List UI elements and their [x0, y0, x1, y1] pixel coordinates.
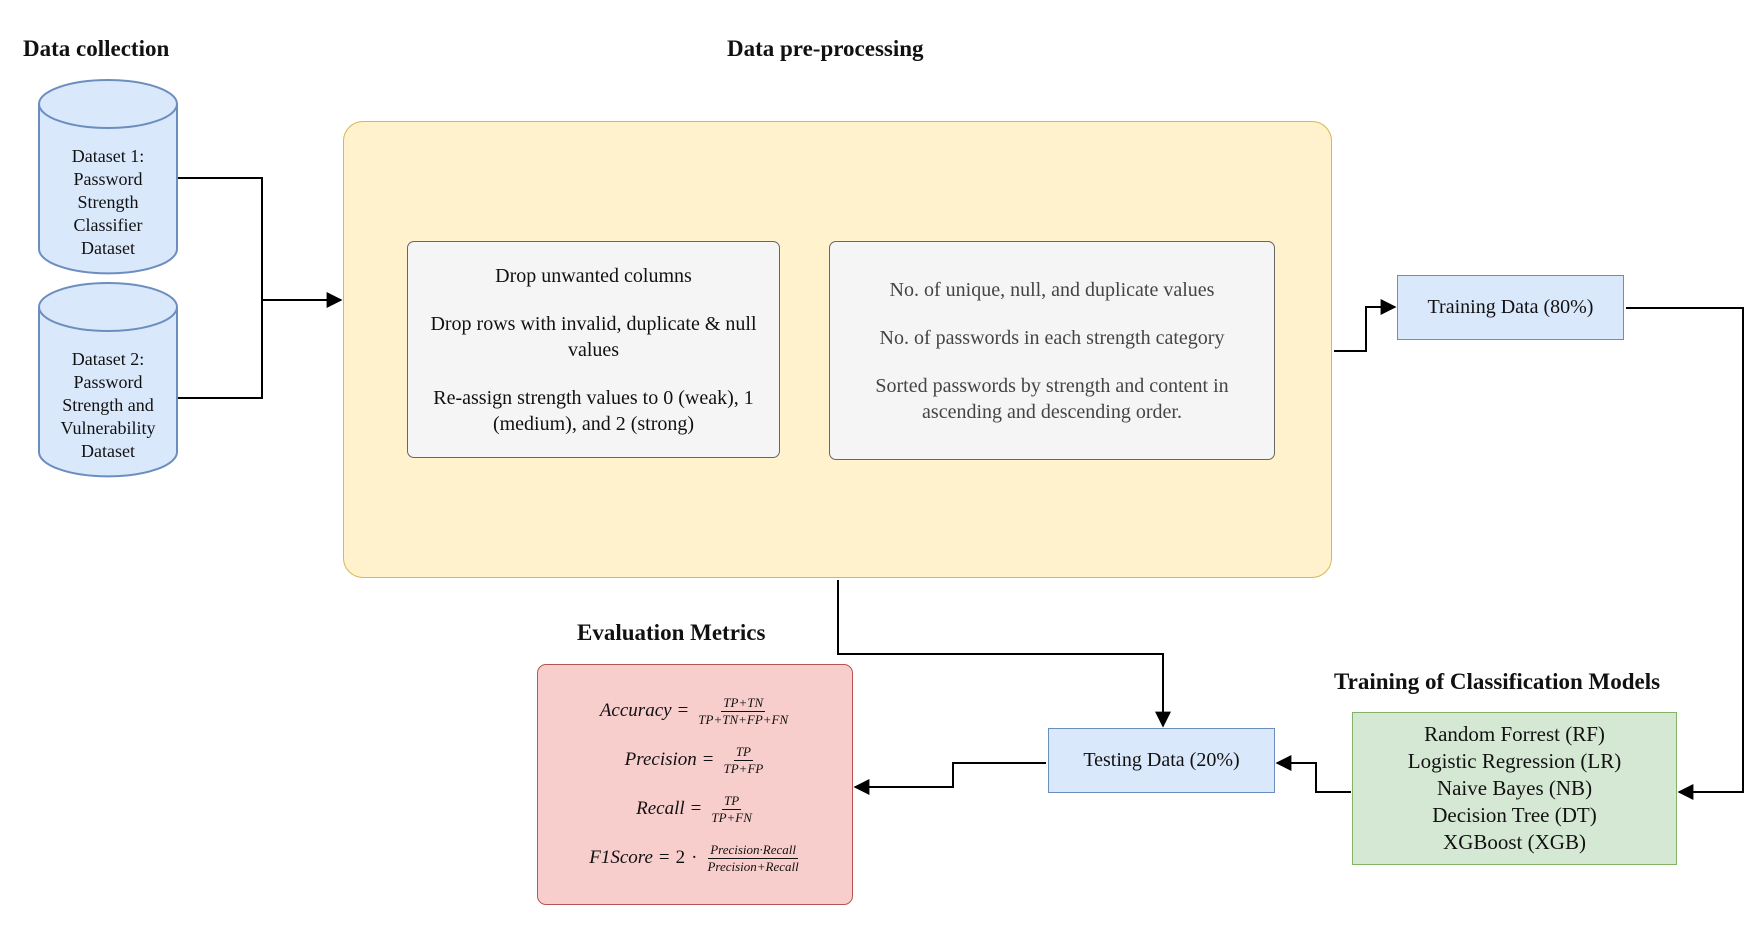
f1-fraction: Precision·Recall Precision+Recall	[705, 841, 800, 874]
dataset-2-line: Dataset	[81, 441, 135, 461]
recall-formula: Recall= TP TP+FN	[636, 792, 754, 825]
data-preprocessing-heading: Data pre-processing	[727, 36, 924, 61]
recall-numerator: TP	[722, 792, 742, 810]
evaluation-metrics-box: Accuracy= TP+TN TP+TN+FP+FN Precision= T…	[537, 664, 853, 905]
dataset-1-line: Dataset	[81, 238, 135, 258]
dataset-2-cylinder	[38, 282, 178, 478]
recall-fraction: TP TP+FN	[709, 792, 754, 825]
dataset-2-line: Password	[73, 372, 143, 392]
model-item: Random Forrest (RF)	[1424, 722, 1605, 746]
model-item: Logistic Regression (LR)	[1407, 749, 1622, 773]
testing-data-box: Testing Data (20%)	[1048, 728, 1275, 793]
model-item: Decision Tree (DT)	[1432, 803, 1597, 827]
data-collection-heading: Data collection	[23, 36, 170, 61]
testing-to-metrics-arrow	[853, 762, 1046, 795]
accuracy-denominator: TP+TN+FP+FN	[698, 711, 789, 727]
f1-numerator: Precision·Recall	[708, 841, 798, 859]
training-data-label: Training Data (80%)	[1427, 296, 1594, 318]
analysis-step: Sorted passwords by strength and content…	[875, 374, 1229, 423]
f1-name: F1Score	[589, 847, 653, 868]
preprocessing-to-testing-arrow	[837, 580, 1171, 728]
cleaning-step: Drop unwanted columns	[495, 264, 692, 287]
cleaning-step: Drop rows with invalid, duplicate & null…	[430, 312, 757, 361]
analysis-step: No. of unique, null, and duplicate value…	[889, 278, 1215, 301]
dataset-1-line: Strength	[77, 192, 139, 212]
f1-denominator: Precision+Recall	[707, 858, 799, 874]
training-data-box: Training Data (80%)	[1397, 275, 1624, 340]
evaluation-metrics-heading: Evaluation Metrics	[577, 620, 766, 645]
model-item: XGBoost (XGB)	[1443, 830, 1586, 854]
dataset-1-label: Dataset 1: Password Strength Classifier …	[40, 145, 176, 260]
f1-factor: 2	[675, 847, 686, 868]
cleaning-step: Re-assign strength values to 0 (weak), 1…	[433, 386, 754, 435]
accuracy-formula: Accuracy= TP+TN TP+TN+FP+FN	[599, 694, 790, 727]
dataset-2-label: Dataset 2: Password Strength and Vulnera…	[40, 348, 176, 463]
dataset-1-cylinder	[38, 79, 178, 275]
dataset-2-line: Vulnerability	[60, 418, 156, 438]
model-item: Naive Bayes (NB)	[1436, 776, 1593, 800]
cleaning-steps-box: Drop unwanted columns Drop rows with inv…	[407, 241, 780, 458]
training-to-models-arrow	[1626, 307, 1744, 800]
models-to-testing-arrow	[1275, 755, 1351, 793]
analysis-steps-box: No. of unique, null, and duplicate value…	[829, 241, 1275, 460]
precision-numerator: TP	[733, 743, 753, 761]
f1-formula: F1Score= 2· Precision·Recall Precision+R…	[589, 841, 800, 874]
recall-name: Recall	[636, 798, 685, 819]
recall-denominator: TP+FN	[711, 809, 752, 825]
precision-fraction: TP TP+FP	[722, 743, 766, 776]
training-models-heading: Training of Classification Models	[1334, 669, 1661, 694]
dataset-1-line: Dataset 1:	[71, 146, 145, 166]
analysis-step: No. of passwords in each strength catego…	[879, 326, 1225, 349]
dataset-2-line: Dataset 2:	[71, 349, 145, 369]
precision-formula: Precision= TP TP+FP	[624, 743, 766, 776]
precision-name: Precision	[624, 749, 697, 770]
dataset1-connector	[178, 177, 263, 300]
preprocessing-to-training-arrow	[1334, 299, 1397, 352]
accuracy-name: Accuracy	[599, 700, 672, 721]
dataset-1-line: Password	[73, 169, 143, 189]
dataset-1-line: Classifier	[73, 215, 143, 235]
accuracy-fraction: TP+TN TP+TN+FP+FN	[696, 694, 790, 727]
classification-models-box: Random Forrest (RF) Logistic Regression …	[1352, 712, 1677, 865]
dataset-2-line: Strength and	[62, 395, 154, 415]
accuracy-numerator: TP+TN	[721, 694, 766, 712]
dataset2-connector	[178, 300, 263, 399]
precision-denominator: TP+FP	[723, 760, 764, 776]
testing-data-label: Testing Data (20%)	[1083, 749, 1240, 771]
